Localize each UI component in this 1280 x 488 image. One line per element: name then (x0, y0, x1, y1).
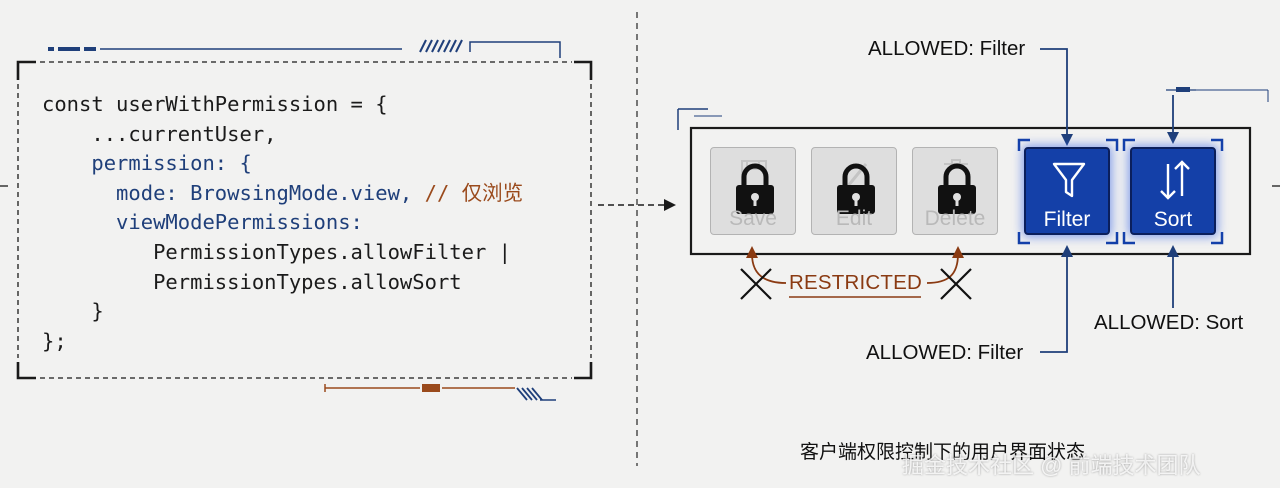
code-line: PermissionTypes.allowSort (42, 269, 462, 294)
code-line: PermissionTypes.allowFilter | (42, 239, 511, 264)
code-line: }; (42, 328, 67, 353)
toolbar-corner-ornament (677, 108, 722, 130)
sort-label: Sort (1153, 208, 1193, 231)
edit-button: Edit (811, 147, 897, 235)
lock-icon (736, 163, 774, 214)
allowed-filter-top-label: ALLOWED: Filter (868, 37, 1026, 60)
diagram-caption: 客户端权限控制下的用户界面状态 (800, 442, 1086, 463)
code-panel-bottom-ornament (324, 384, 556, 401)
allowed-sort-connector (1166, 87, 1269, 308)
code-line: ...currentUser, (42, 121, 277, 146)
code-line-with-comment: mode: BrowsingMode.view, // 仅浏览 (42, 179, 523, 209)
lock-icon (938, 163, 976, 214)
delete-button: Delete (912, 147, 998, 235)
code-line: permission: { (42, 151, 252, 176)
code-line: } (42, 299, 104, 324)
watermark: 掘金技术社区 @ 前端技术团队 (902, 453, 1201, 478)
filter-focus-brackets (1017, 138, 1119, 245)
sort-focus-brackets (1122, 138, 1224, 245)
allowed-filter-bottom-connector (1040, 245, 1073, 353)
edit-label: Edit (835, 207, 873, 230)
filter-label: Filter (1043, 208, 1091, 231)
filter-button[interactable]: Filter (1024, 147, 1110, 235)
code-to-ui-arrow (598, 199, 676, 211)
code-line: const userWithPermission = { (42, 92, 388, 116)
code-text: mode: BrowsingMode.view, (42, 180, 425, 205)
filter-icon (1052, 162, 1086, 198)
code-panel-frame (16, 60, 593, 380)
sort-arrows-icon (1160, 160, 1190, 200)
code-line: viewModePermissions: (42, 210, 363, 235)
allowed-filter-bottom-label: ALLOWED: Filter (866, 341, 1024, 364)
sort-button[interactable]: Sort (1130, 147, 1216, 235)
code-panel-top-ornament (48, 39, 561, 58)
allowed-sort-label: ALLOWED: Sort (1094, 311, 1244, 334)
code-comment: // 仅浏览 (424, 180, 524, 205)
save-button: Save (710, 147, 796, 235)
code-snippet: const userWithPermission = { ...currentU… (42, 90, 523, 356)
save-label: Save (729, 207, 777, 230)
allowed-filter-top-connector (1040, 48, 1073, 146)
restricted-annotation (740, 246, 972, 300)
lock-icon (837, 163, 875, 214)
restricted-label: RESTRICTED (789, 271, 922, 294)
delete-label: Delete (924, 207, 986, 230)
